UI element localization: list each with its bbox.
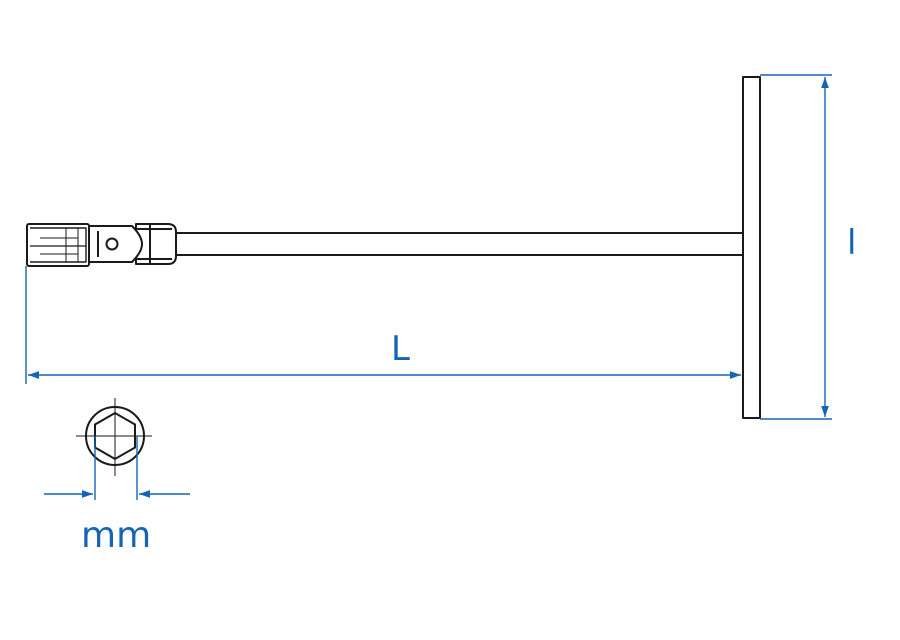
dimension-L (25, 266, 741, 384)
handle-length-label: l (847, 223, 857, 263)
size-unit-label: mm (81, 515, 152, 556)
length-label: L (391, 329, 410, 369)
joint-yoke-right (135, 223, 177, 265)
shaft (171, 232, 744, 256)
t-handle-wrench-icon (26, 76, 761, 419)
dimension-l (760, 74, 832, 420)
hex-socket-end-view-icon (44, 398, 190, 500)
socket-head (26, 223, 90, 267)
hex-opening (94, 411, 136, 461)
cross-handle (742, 76, 761, 419)
pivot-pin (105, 237, 119, 251)
